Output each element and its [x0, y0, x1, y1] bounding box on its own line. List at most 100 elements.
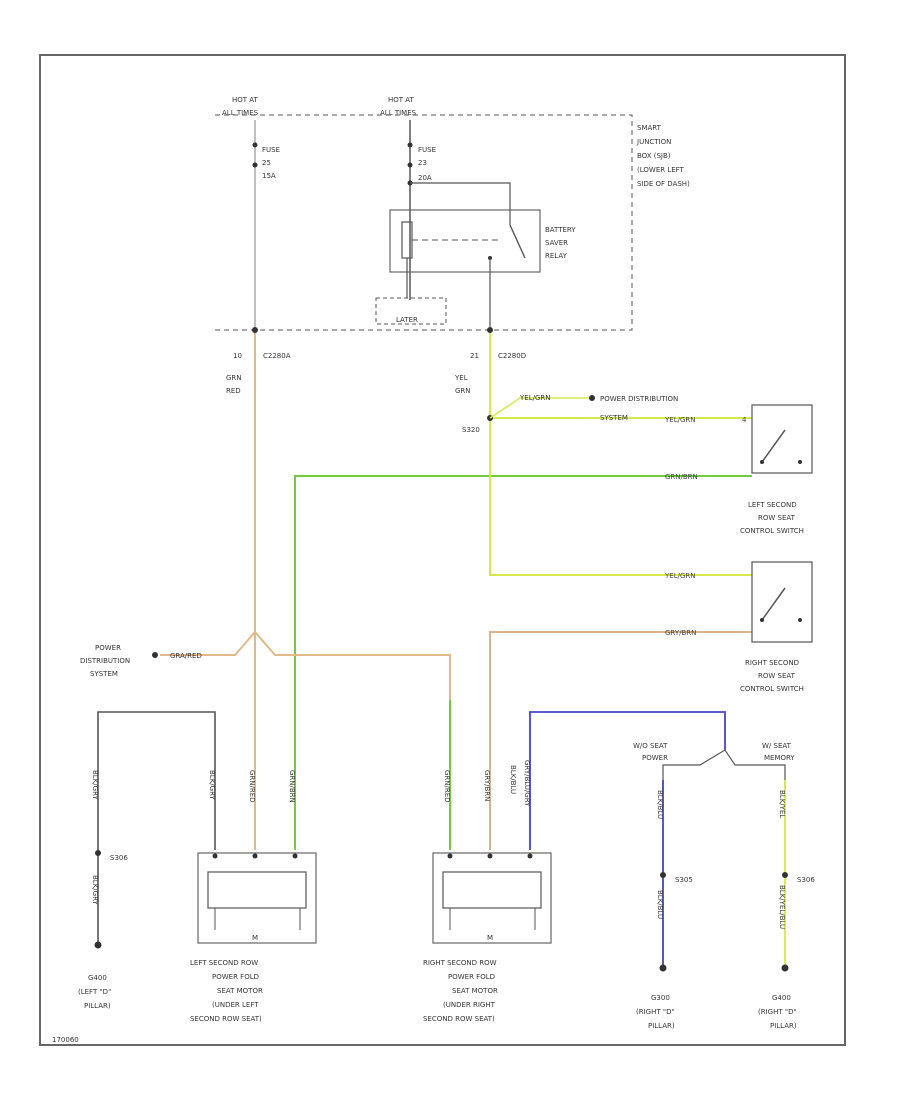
svg-text:GRN/RED: GRN/RED: [443, 770, 451, 803]
svg-text:BLK/GRY: BLK/GRY: [91, 875, 99, 905]
sjb-label: SMART JUNCTION BOX (SJB) (LOWER LEFT SID…: [636, 124, 690, 188]
svg-text:YEL: YEL: [454, 374, 468, 382]
svg-text:SEAT MOTOR: SEAT MOTOR: [452, 987, 498, 995]
svg-text:GRN/RED: GRN/RED: [248, 770, 256, 803]
footer-code: 170060: [52, 1036, 79, 1044]
svg-text:S305: S305: [675, 876, 693, 884]
svg-text:RIGHT SECOND ROW: RIGHT SECOND ROW: [423, 959, 497, 967]
hot-at-all-times-right: HOT AT ALL TIMES: [380, 96, 417, 117]
svg-text:PILLAR): PILLAR): [770, 1022, 797, 1030]
svg-text:CONTROL SWITCH: CONTROL SWITCH: [740, 527, 804, 535]
svg-text:SEAT MOTOR: SEAT MOTOR: [217, 987, 263, 995]
svg-text:SMART: SMART: [637, 124, 662, 132]
svg-text:BOX (SJB): BOX (SJB): [637, 152, 671, 160]
svg-text:15A: 15A: [262, 172, 276, 180]
svg-text:GRN: GRN: [226, 374, 242, 382]
svg-text:POWER: POWER: [642, 754, 668, 762]
svg-text:C2280D: C2280D: [498, 352, 526, 360]
svg-text:ROW SEAT: ROW SEAT: [758, 672, 796, 680]
svg-text:M: M: [252, 934, 258, 942]
svg-text:POWER: POWER: [95, 644, 121, 652]
svg-text:W/ SEAT: W/ SEAT: [762, 742, 792, 750]
svg-text:RIGHT SECOND: RIGHT SECOND: [745, 659, 799, 667]
sjb-dashed-outline: [215, 114, 633, 331]
wire-ground-right: S306 BLK/YEL BLK/YEL/BLU: [778, 780, 815, 972]
svg-text:LEFT SECOND: LEFT SECOND: [748, 501, 797, 509]
svg-text:POWER DISTRIBUTION: POWER DISTRIBUTION: [600, 395, 678, 403]
svg-text:SECOND ROW SEAT): SECOND ROW SEAT): [190, 1015, 262, 1023]
svg-text:S306: S306: [797, 876, 815, 884]
svg-text:S306: S306: [110, 854, 128, 862]
svg-text:SYSTEM: SYSTEM: [90, 670, 118, 678]
ground-right: G400 (RIGHT "D" PILLAR): [758, 994, 797, 1030]
svg-text:GRA/RED: GRA/RED: [170, 652, 202, 660]
svg-text:FUSE: FUSE: [262, 146, 280, 154]
svg-text:G400: G400: [88, 974, 107, 982]
ground-left: G400 (LEFT "D" PILLAR): [78, 974, 111, 1010]
battery-saver-relay: BATTERY SAVER RELAY: [389, 209, 576, 273]
svg-text:BLK/GRY: BLK/GRY: [91, 770, 99, 800]
svg-text:MEMORY: MEMORY: [764, 754, 795, 762]
svg-text:M: M: [487, 934, 493, 942]
svg-text:(UNDER RIGHT: (UNDER RIGHT: [443, 1001, 496, 1009]
svg-text:RELAY: RELAY: [545, 252, 568, 260]
svg-text:BLK/BLU: BLK/BLU: [509, 765, 517, 794]
svg-text:YEL/GRN: YEL/GRN: [664, 416, 695, 424]
svg-text:W/O SEAT: W/O SEAT: [633, 742, 668, 750]
svg-text:BLK/YEL: BLK/YEL: [778, 790, 786, 818]
svg-text:GRY/BRN: GRY/BRN: [665, 629, 696, 637]
svg-text:C2280A: C2280A: [263, 352, 291, 360]
fuse-left: FUSE 25 15A: [252, 120, 280, 330]
hot-at-all-times-left: HOT AT ALL TIMES: [222, 96, 259, 117]
svg-text:25: 25: [262, 159, 271, 167]
svg-text:GRN/BRN: GRN/BRN: [665, 473, 698, 481]
svg-text:GRN: GRN: [455, 387, 471, 395]
svg-text:RED: RED: [226, 387, 241, 395]
svg-text:YEL/GRN: YEL/GRN: [519, 394, 550, 402]
wire-yellow-right: S320: [462, 333, 752, 576]
svg-text:DISTRIBUTION: DISTRIBUTION: [80, 657, 130, 665]
svg-text:GRN/BRN: GRN/BRN: [288, 770, 296, 803]
svg-text:BLK/YEL/BLU: BLK/YEL/BLU: [778, 885, 786, 929]
right-second-row-power-fold-seat-motor: M GRN/RED GRY/BRN BLK/BLU GRY/BLU/GRY RI…: [423, 711, 726, 1023]
svg-text:(RIGHT "D": (RIGHT "D": [636, 1008, 675, 1016]
svg-text:G400: G400: [772, 994, 791, 1002]
svg-text:JUNCTION: JUNCTION: [636, 138, 671, 146]
svg-text:ROW SEAT: ROW SEAT: [758, 514, 796, 522]
connector-left: 10 C2280A GRN RED: [226, 327, 291, 395]
svg-text:23: 23: [418, 159, 427, 167]
right-second-row-seat-control-switch: RIGHT SECOND ROW SEAT CONTROL SWITCH: [740, 561, 813, 693]
wire-green-left: [294, 475, 752, 850]
svg-text:(RIGHT "D": (RIGHT "D": [758, 1008, 797, 1016]
wire-ground-left: S306 BLK/GRY BLK/GRY BLK/GRY GRN/RED GRN…: [91, 711, 296, 949]
svg-text:GRY/BRN: GRY/BRN: [483, 770, 491, 801]
svg-text:HOT AT: HOT AT: [232, 96, 259, 104]
svg-text:PILLAR): PILLAR): [84, 1002, 111, 1010]
svg-text:BLK/BLU: BLK/BLU: [656, 790, 664, 819]
svg-text:FUSE: FUSE: [418, 146, 436, 154]
svg-text:S320: S320: [462, 426, 480, 434]
wire-orange-cross: GRA/RED: [152, 630, 451, 850]
svg-text:LEFT SECOND ROW: LEFT SECOND ROW: [190, 959, 258, 967]
svg-text:YEL/GRN: YEL/GRN: [664, 572, 695, 580]
svg-text:G300: G300: [651, 994, 670, 1002]
svg-text:BLK/GRY: BLK/GRY: [208, 770, 216, 800]
svg-text:BLK/BLU: BLK/BLU: [656, 890, 664, 919]
svg-text:20A: 20A: [418, 174, 432, 182]
svg-text:(LEFT "D": (LEFT "D": [78, 988, 111, 996]
wire-ground-mid: S305 BLK/BLU BLK/BLU: [656, 780, 693, 972]
svg-text:POWER FOLD: POWER FOLD: [448, 973, 495, 981]
wire-tan-right: [489, 631, 752, 850]
svg-text:SYSTEM: SYSTEM: [600, 414, 628, 422]
svg-text:SAVER: SAVER: [545, 239, 568, 247]
svg-text:ALL TIMES: ALL TIMES: [222, 109, 259, 117]
left-second-row-seat-control-switch: LEFT SECOND ROW SEAT CONTROL SWITCH: [740, 404, 813, 535]
ground-mid: G300 (RIGHT "D" PILLAR): [636, 994, 675, 1030]
diagram-frame: [39, 54, 846, 1046]
left-second-row-power-fold-seat-motor: M LEFT SECOND ROW POWER FOLD SEAT MOTOR …: [190, 852, 317, 1023]
svg-text:BATTERY: BATTERY: [545, 226, 576, 234]
svg-text:ALL TIMES: ALL TIMES: [380, 109, 417, 117]
later-box: LATER: [375, 297, 447, 325]
svg-text:HOT AT: HOT AT: [388, 96, 415, 104]
